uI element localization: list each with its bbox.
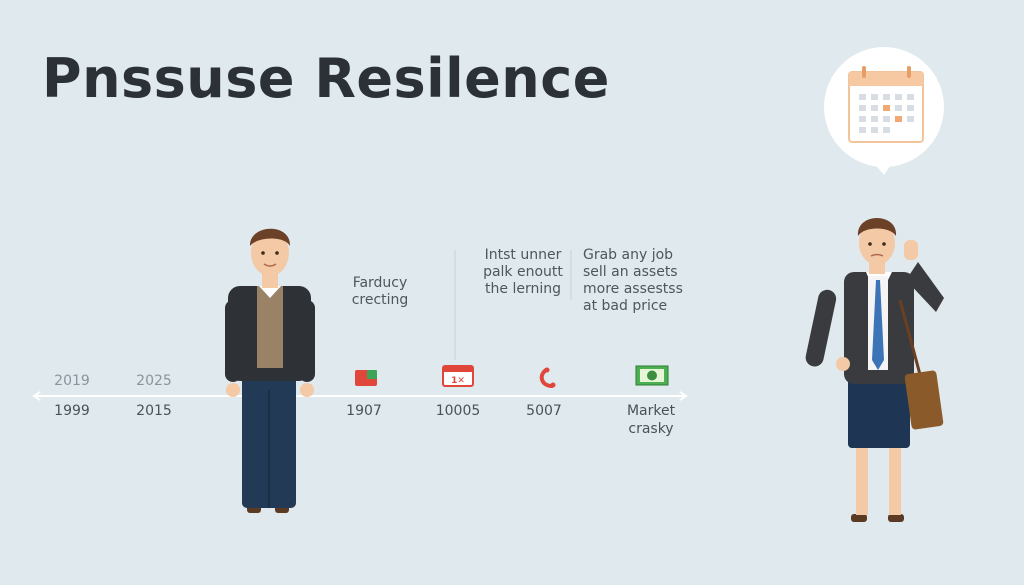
event-label: 10005 — [435, 403, 481, 419]
worried-man-icon — [805, 218, 944, 522]
red-green-box-icon — [355, 370, 377, 386]
note-farducy: Farducy crecting — [351, 275, 409, 308]
cash-icon — [635, 365, 669, 386]
event-label-market: Market crasky — [626, 403, 676, 437]
note-grab-any-job: Grab any job sell an assets more assests… — [583, 247, 683, 314]
note-intst-unner: Intst unner palk enoutt the lerning — [483, 247, 563, 297]
event-label: 1907 — [346, 403, 382, 419]
page-title: Pnssuse Resilence — [42, 47, 610, 110]
standing-man-icon — [225, 228, 315, 513]
timeline-upper-year: 2019 — [54, 373, 90, 389]
calendar-icon — [824, 47, 944, 175]
calendar-box-icon: 1✕ — [442, 365, 474, 387]
timeline-lower-year: 2015 — [136, 403, 172, 419]
svg-text:1✕: 1✕ — [451, 376, 465, 386]
timeline-lower-year: 1999 — [54, 403, 90, 419]
phone-icon — [539, 367, 556, 388]
timeline-upper-year: 2025 — [136, 373, 172, 389]
event-label: 5007 — [526, 403, 562, 419]
